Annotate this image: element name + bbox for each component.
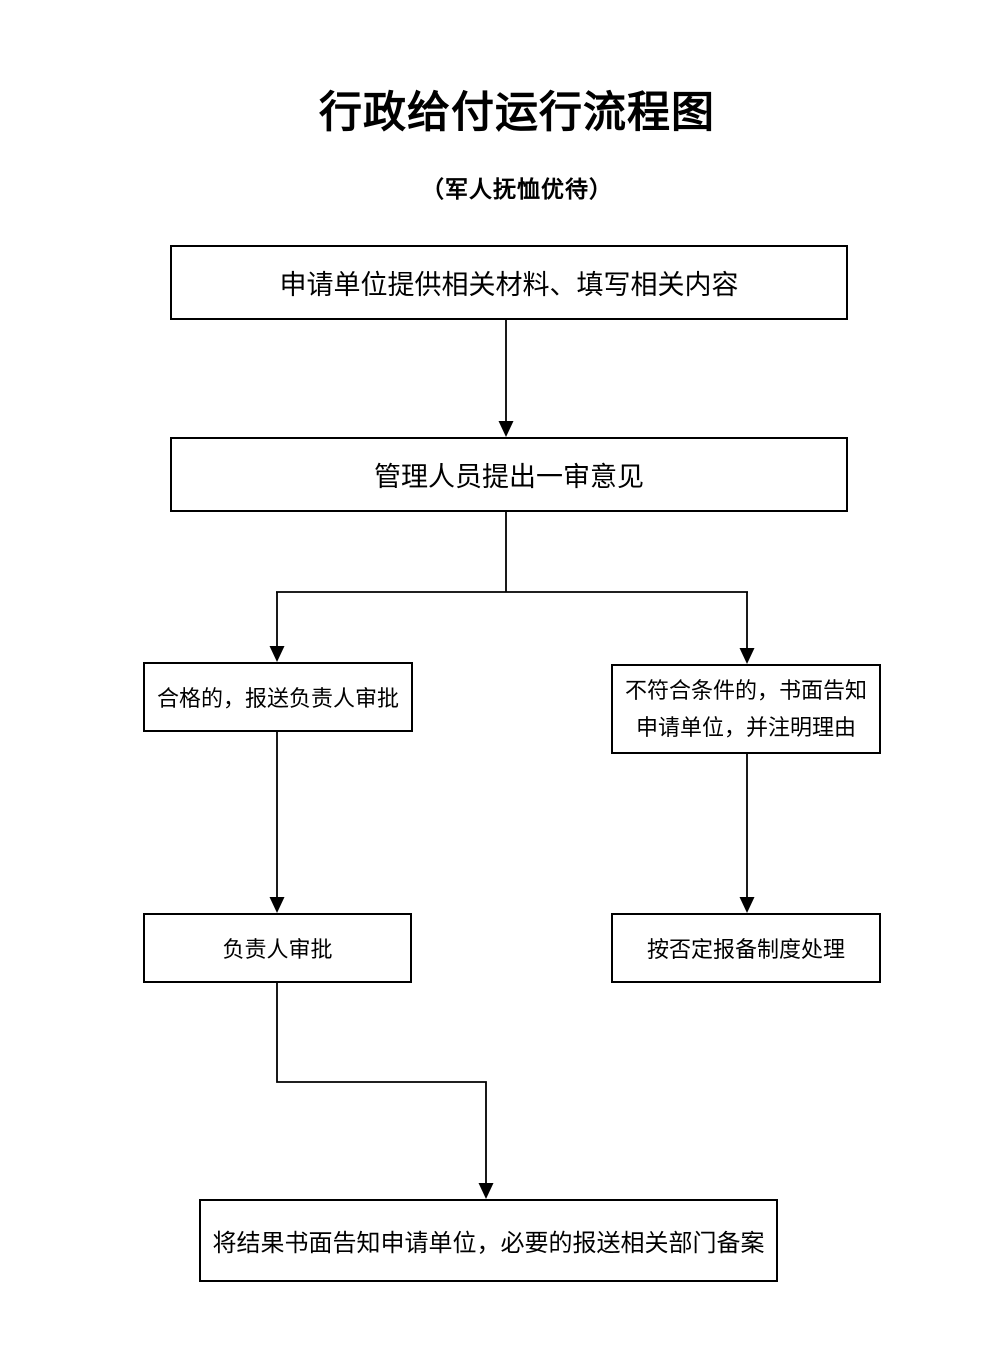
arrow-qualified-to-leader-head	[269, 897, 285, 913]
page-subtitle: （军人抚恤优待）	[421, 176, 613, 202]
node-leader-approve-label: 负责人审批	[222, 937, 333, 962]
node-final-notice: 将结果书面告知申请单位，必要的报送相关部门备案	[199, 1199, 778, 1282]
node-qualified: 合格的，报送负责人审批	[143, 662, 413, 732]
arrow-leader-to-final-head	[478, 1183, 494, 1199]
node-apply-materials: 申请单位提供相关材料、填写相关内容	[170, 245, 848, 320]
arrow-leader-to-final-line	[276, 983, 487, 1185]
node-leader-approve: 负责人审批	[143, 913, 412, 983]
node-negative-report: 按否定报备制度处理	[611, 913, 881, 983]
arrow-not-qualified-to-negative-head	[739, 897, 755, 913]
node-first-review-label: 管理人员提出一审意见	[374, 462, 644, 492]
arrow-split-to-not-qualified-head	[739, 648, 755, 664]
page-title: 行政给付运行流程图	[319, 89, 715, 137]
node-negative-report-label: 按否定报备制度处理	[646, 937, 845, 962]
arrow-split-to-qualified-head	[269, 646, 285, 662]
node-not-qualified-line2: 申请单位，并注明理由	[635, 715, 856, 740]
node-apply-materials-label: 申请单位提供相关材料、填写相关内容	[279, 270, 739, 300]
arrow-apply-to-review-head	[498, 421, 514, 437]
node-qualified-label: 合格的，报送负责人审批	[156, 686, 399, 711]
node-not-qualified: 不符合条件的，书面告知 申请单位，并注明理由	[611, 664, 881, 754]
node-final-notice-label: 将结果书面告知申请单位，必要的报送相关部门备案	[212, 1231, 765, 1257]
node-first-review: 管理人员提出一审意见	[170, 437, 848, 512]
node-not-qualified-line1: 不符合条件的，书面告知	[624, 678, 867, 703]
